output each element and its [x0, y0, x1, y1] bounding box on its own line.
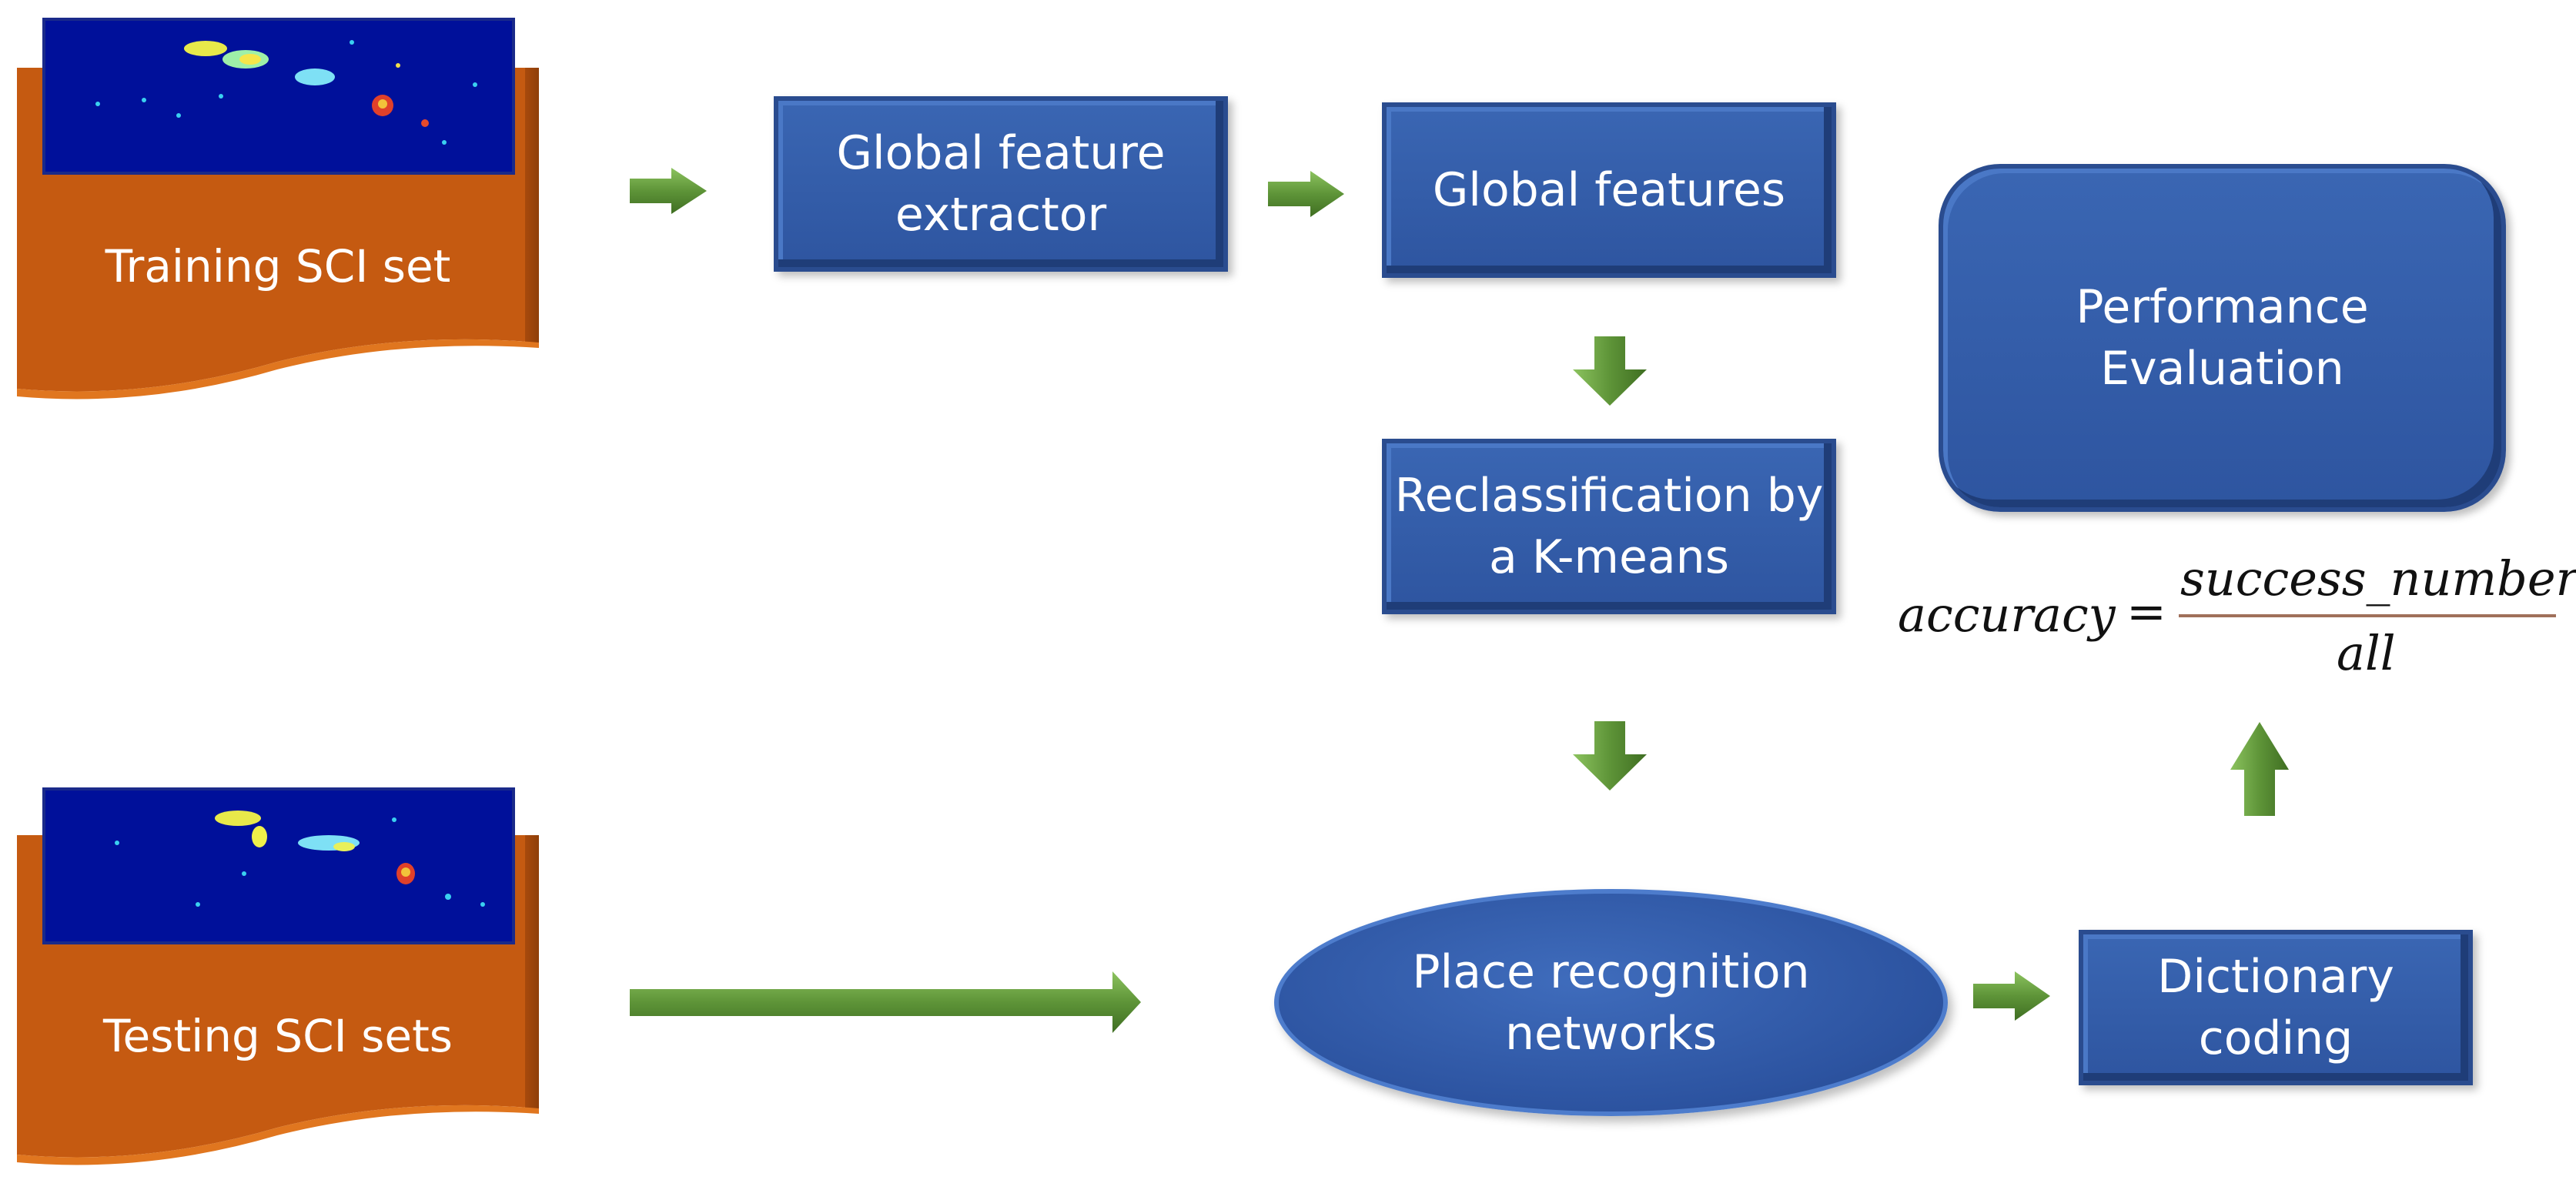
global-features-box: Global features	[1382, 102, 1836, 278]
accuracy-numerator: success_number	[2180, 550, 2576, 607]
reclassification-box: Reclassification by a K-means	[1382, 439, 1836, 614]
arrow-right-2	[1268, 171, 1344, 217]
arrow-right-1	[630, 168, 707, 214]
testing-sci-image	[42, 787, 515, 944]
place-recognition-ellipse: Place recognition networks	[1274, 889, 1948, 1116]
dictionary-coding-box: Dictionary coding	[2079, 930, 2473, 1085]
dictionary-coding-label: Dictionary coding	[2157, 950, 2394, 1065]
performance-evaluation-label: Performance Evaluation	[2076, 280, 2369, 396]
arrow-down-2	[1573, 721, 1647, 791]
testing-sci-sets-label: Testing SCI sets	[102, 1010, 453, 1062]
arrow-up-1	[2230, 722, 2289, 816]
fraction-bar	[2179, 614, 2556, 617]
accuracy-lhs: accuracy	[1898, 587, 2116, 643]
training-sci-set-label: Training SCI set	[105, 240, 451, 292]
arrow-right-long	[630, 971, 1141, 1033]
accuracy-denominator: all	[2337, 625, 2396, 681]
global-feature-extractor-label: Global feature extractor	[836, 126, 1166, 242]
global-features-label: Global features	[1432, 163, 1786, 217]
arrow-down-1	[1573, 336, 1647, 406]
training-sci-image	[42, 18, 515, 175]
accuracy-equals: =	[2126, 583, 2166, 640]
reclassification-label: Reclassification by a K-means	[1394, 469, 1824, 584]
arrow-right-3	[1973, 971, 2050, 1021]
performance-evaluation-box: Performance Evaluation	[1939, 164, 2506, 512]
global-feature-extractor-box: Global feature extractor	[774, 96, 1228, 272]
place-recognition-label: Place recognition networks	[1412, 944, 1810, 1061]
